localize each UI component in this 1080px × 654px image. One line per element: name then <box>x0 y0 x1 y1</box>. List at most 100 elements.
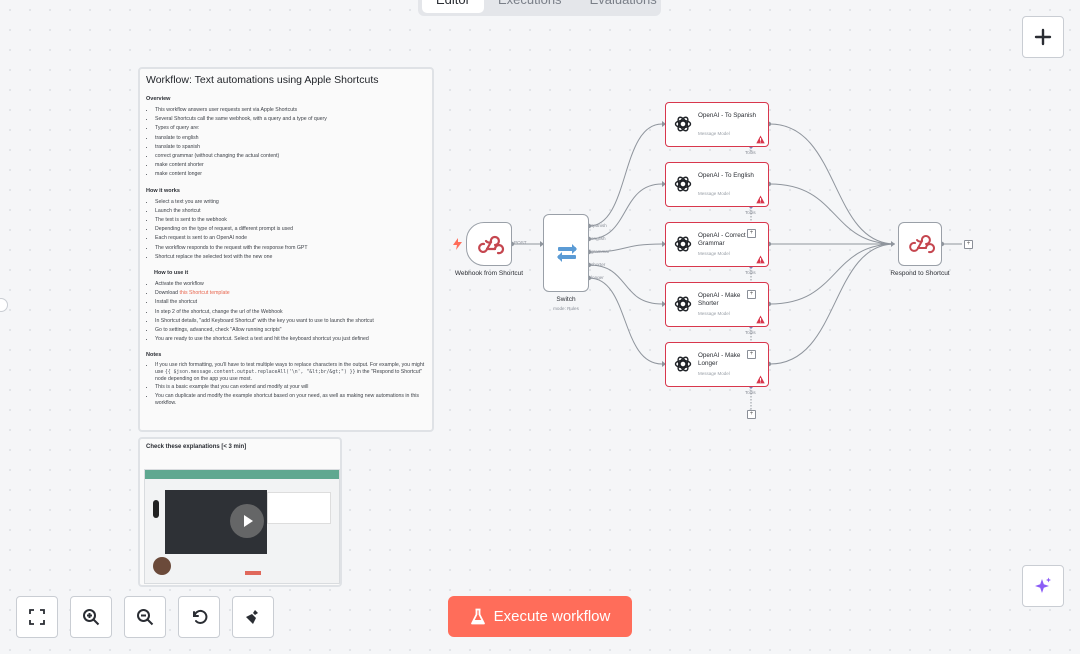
connection-switch-shorter <box>588 264 663 305</box>
connection-switch-english <box>588 183 663 240</box>
arrow-head <box>540 241 544 247</box>
openai-node-title: OpenAI - Make Longer <box>698 352 741 367</box>
zoom-out-icon <box>137 609 154 626</box>
list-item: correct grammar (without changing the ac… <box>155 152 426 161</box>
respond-node-label: Respond to Shortcut <box>890 270 950 277</box>
zoom-in-button[interactable] <box>70 596 112 638</box>
webhook-icon <box>909 235 935 254</box>
add-node-button[interactable] <box>1022 16 1064 58</box>
switch-output-label: longer <box>591 275 604 280</box>
tools-label: Tools <box>745 150 756 155</box>
tools-label: Tools <box>745 390 756 395</box>
sticky-note-description[interactable]: Workflow: Text automations using Apple S… <box>138 67 434 432</box>
list-item: The workflow responds to the request wit… <box>155 244 426 253</box>
note-notes-heading: Notes <box>146 352 162 359</box>
list-item: Several Shortcuts call the same webhook,… <box>155 115 426 124</box>
add-tool-button[interactable]: + <box>747 290 756 299</box>
tab-executions[interactable]: Executions <box>484 0 576 13</box>
play-button[interactable] <box>230 504 264 538</box>
trigger-bolt-icon <box>453 238 462 250</box>
reset-zoom-button[interactable] <box>178 596 220 638</box>
zoom-out-button[interactable] <box>124 596 166 638</box>
switch-node[interactable] <box>543 214 589 292</box>
flask-icon <box>470 608 485 624</box>
webhook-icon <box>478 235 505 255</box>
video-progress-marker <box>245 571 261 575</box>
add-tool-button[interactable]: + <box>747 229 756 238</box>
list-item: Install the shortcut <box>155 298 426 307</box>
execute-workflow-button[interactable]: Execute workflow <box>448 596 632 637</box>
tab-evaluations[interactable]: Evaluations <box>576 0 671 13</box>
openai-node-title: OpenAI - Make Shorter <box>698 292 741 307</box>
list-item: This is a basic example that you can ext… <box>155 383 426 392</box>
note-how-heading: How it works <box>146 187 180 194</box>
connection-spanish-respond <box>769 123 896 245</box>
openai-node-to-english[interactable]: OpenAI - To English Message Model <box>665 162 769 207</box>
webhook-node[interactable] <box>466 222 512 266</box>
openai-node-title: OpenAI - Correct Grammar <box>698 232 746 247</box>
openai-node-to-spanish[interactable]: OpenAI - To Spanish Message Model <box>665 102 769 147</box>
video-thumbnail[interactable] <box>144 469 340 584</box>
list-item: Launch the shortcut <box>155 207 426 216</box>
list-item: Select a text you are writing <box>155 198 426 207</box>
text: If you use rich formatting, you'll have … <box>155 362 425 376</box>
arrow-head <box>662 181 666 187</box>
list-item: Depending on the type of request, a diff… <box>155 225 426 234</box>
notes-list: If you use rich formatting, you'll have … <box>146 362 426 406</box>
list-item: If you use rich formatting, you'll have … <box>155 362 426 383</box>
add-next-node-button[interactable]: + <box>964 240 973 249</box>
switch-output-label: grammar <box>591 249 610 254</box>
openai-node-correct-grammar[interactable]: OpenAI - Correct Grammar Message Model <box>665 222 769 267</box>
note-use-heading: How to use it <box>154 270 189 277</box>
list-item: This workflow answers user requests sent… <box>155 106 426 115</box>
openai-node-make-shorter[interactable]: OpenAI - Make Shorter Message Model <box>665 282 769 327</box>
how-list: Select a text you are writing Launch the… <box>146 198 426 262</box>
add-tool-button[interactable]: + <box>747 410 756 419</box>
fit-view-button[interactable] <box>16 596 58 638</box>
overview-list: This workflow answers user requests sent… <box>146 106 426 180</box>
webhook-node-label: Webhook from Shortcut <box>454 270 524 277</box>
arrow-head <box>891 241 895 247</box>
connection-english-respond <box>769 183 896 245</box>
broom-icon <box>246 610 258 624</box>
warning-icon <box>756 375 765 384</box>
list-item: Go to settings, advanced, check "Allow r… <box>155 326 426 335</box>
arrow-head <box>662 361 666 367</box>
connection-longer-respond <box>769 243 896 365</box>
sticky-note-video[interactable]: Check these explanations [< 3 min] <box>138 437 342 587</box>
warning-icon <box>756 315 765 324</box>
tidy-up-button[interactable] <box>232 596 274 638</box>
ai-assistant-button[interactable] <box>1022 565 1064 607</box>
openai-node-subtitle: Message Model <box>698 131 730 136</box>
switch-output-label: spanish <box>591 223 607 228</box>
openai-icon <box>674 116 692 132</box>
list-item: make content shorter <box>155 161 426 170</box>
respond-node[interactable] <box>898 222 942 266</box>
note-overview-heading: Overview <box>146 96 171 102</box>
tools-label: Tools <box>745 330 756 335</box>
add-tool-button[interactable]: + <box>747 350 756 359</box>
tab-editor[interactable]: Editor <box>422 0 484 13</box>
list-item: Download this Shortcut template <box>155 289 426 298</box>
sparkle-icon <box>1035 577 1051 593</box>
switch-node-subtitle: mode: Rules <box>553 306 579 311</box>
list-item: In Shortcut details, "add Keyboard Short… <box>155 317 426 326</box>
tools-label: Tools <box>745 210 756 215</box>
switch-icon <box>557 244 577 262</box>
list-item: translate to spanish <box>155 143 426 152</box>
fullscreen-icon <box>29 609 45 625</box>
list-item: You can duplicate and modify the example… <box>155 393 426 407</box>
openai-icon <box>674 356 692 372</box>
shortcut-template-link[interactable]: this Shortcut template <box>179 290 230 297</box>
video-traffic-light <box>153 500 159 518</box>
openai-node-subtitle: Message Model <box>698 191 730 196</box>
video-note-title: Check these explanations [< 3 min] <box>146 444 247 450</box>
openai-node-make-longer[interactable]: OpenAI - Make Longer Message Model <box>665 342 769 387</box>
openai-icon <box>674 236 692 252</box>
connection-switch-spanish <box>588 123 663 227</box>
list-item: The text is sent to the webhook <box>155 216 426 225</box>
openai-icon <box>674 296 692 312</box>
openai-node-subtitle: Message Model <box>698 311 730 316</box>
list-item: You are ready to use the shortcut. Selec… <box>155 335 426 344</box>
